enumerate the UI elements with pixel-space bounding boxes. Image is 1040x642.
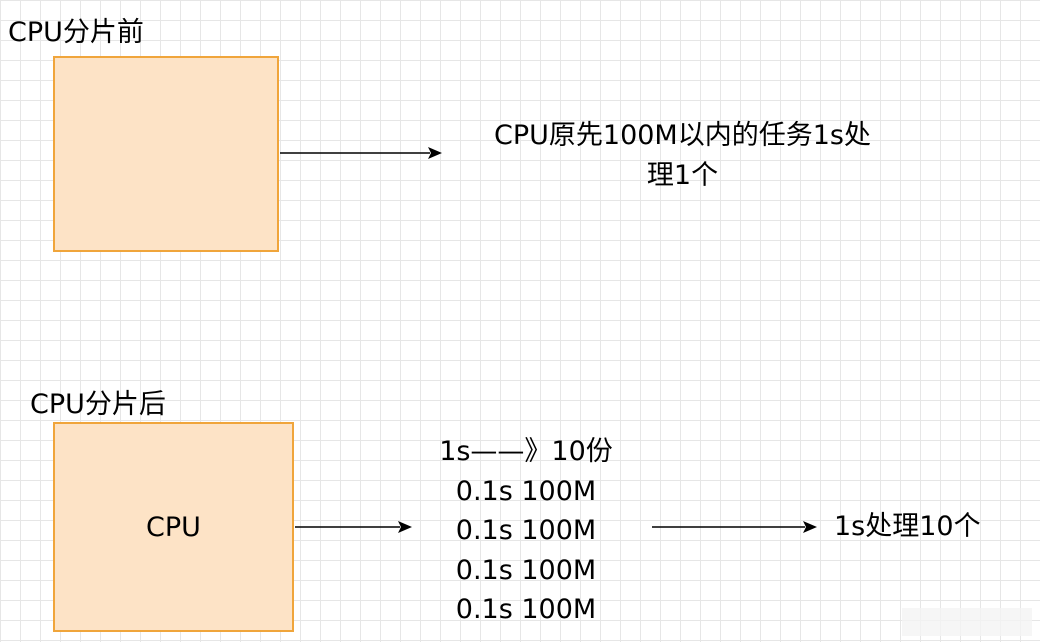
- slice-list-item: 0.1s 100M: [455, 554, 597, 586]
- slice-list-item: 0.1s 100M: [455, 594, 597, 625]
- cpu-box-after: CPU: [53, 422, 294, 632]
- slice-list-item: 0.1s 100M: [455, 515, 597, 546]
- result-label: 1s处理10个: [834, 511, 981, 542]
- before-description: CPU原先100M以内的任务1s处 理1个: [440, 116, 925, 196]
- arrow-cpu-to-slices: [295, 521, 412, 533]
- before-description-line1: CPU原先100M以内的任务1s处: [494, 120, 871, 151]
- watermark-blur: [902, 608, 1032, 636]
- cpu-box-after-label: CPU: [146, 511, 201, 543]
- slice-list-item: 1s——》10份: [439, 436, 613, 467]
- before-title: CPU分片前: [8, 17, 144, 48]
- cpu-box-before: [53, 56, 279, 252]
- slice-list-item: 0.1s 100M: [455, 475, 597, 507]
- slice-list: 1s——》10份 0.1s 100M 0.1s 100M 0.1s 100M 0…: [408, 432, 644, 630]
- arrow-before-to-description: [280, 147, 442, 159]
- after-title: CPU分片后: [30, 389, 166, 420]
- arrow-slices-to-result: [652, 521, 817, 533]
- before-description-line2: 理1个: [646, 160, 719, 191]
